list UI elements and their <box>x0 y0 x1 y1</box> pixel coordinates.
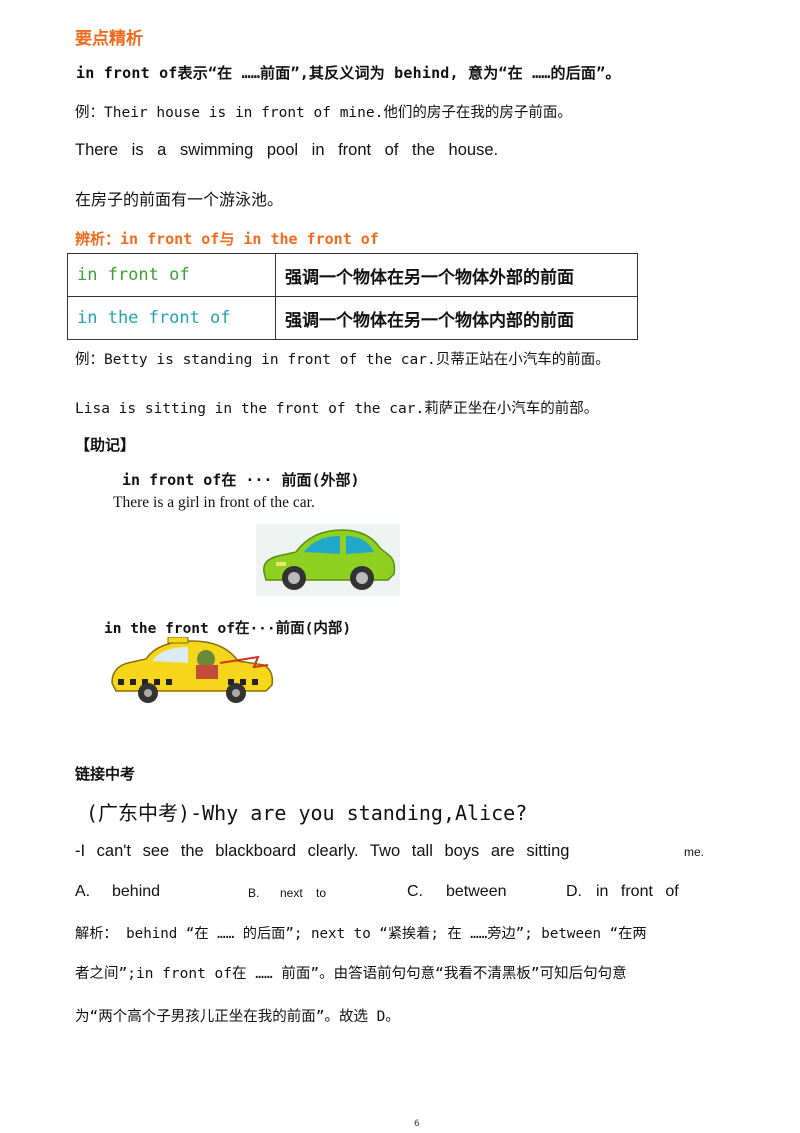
explanation-line-1: 解析： behind “在 …… 的后面”; next to “紧挨着; 在 …… <box>75 926 647 942</box>
option-d: in front of <box>596 883 679 900</box>
exam-question: (广东中考)-Why are you standing,Alice? <box>86 801 528 825</box>
memory-sentence: There is a girl in front of the car. <box>113 494 315 511</box>
option-b-label: B. <box>248 886 260 900</box>
example-4: Lisa is sitting in the front of the car.… <box>75 401 599 417</box>
answer-line: -I can't see the blackboard clearly. Two… <box>75 842 570 860</box>
example-3: 例：Betty is standing in front of the car.… <box>75 352 610 368</box>
option-c: between <box>446 883 507 900</box>
definition-line: in front of表示“在 ……前面”,其反义词为 behind, 意为“在… <box>76 64 621 82</box>
term-cell: in the front of <box>67 296 276 340</box>
option-c-label: C. <box>407 883 423 900</box>
term-cell: in front of <box>67 253 276 297</box>
comparison-table: in front of 强调一个物体在另一个物体外部的前面 in the fro… <box>67 253 638 340</box>
table-row: in the front of 强调一个物体在另一个物体内部的前面 <box>67 296 638 340</box>
meaning-cell: 强调一个物体在另一个物体外部的前面 <box>275 253 638 297</box>
exam-heading: 链接中考 <box>75 765 136 783</box>
explanation-line-2: 者之间”;in front of在 …… 前面”。由答语前句句意“我看不清黑板”… <box>75 966 627 982</box>
option-b: next to <box>280 886 327 900</box>
option-a-label: A. <box>75 883 91 900</box>
green-car-illustration <box>256 524 400 596</box>
memory-line-inside: in the front of在···前面(内部) <box>104 621 352 637</box>
example-1: 例：Their house is in front of mine.他们的房子在… <box>75 105 572 121</box>
memory-heading: 【助记】 <box>75 436 136 454</box>
taxi-illustration <box>111 637 274 703</box>
page-number: 6 <box>414 1119 420 1129</box>
answer-line-end: me. <box>684 845 705 859</box>
table-row: in front of 强调一个物体在另一个物体外部的前面 <box>67 253 638 297</box>
meaning-cell: 强调一个物体在另一个物体内部的前面 <box>275 296 638 340</box>
explanation-line-3: 为“两个高个子男孩儿正坐在我的前面”。故选 D。 <box>75 1009 400 1025</box>
section-heading-key-points: 要点精析 <box>75 29 143 49</box>
analysis-heading: 辨析：in front of与 in the front of <box>75 230 379 248</box>
option-a: behind <box>112 883 161 900</box>
option-d-label: D. <box>566 883 582 900</box>
example-2-english: There is a swimming pool in front of the… <box>75 141 499 159</box>
memory-line-outside: in front of在 ··· 前面(外部) <box>122 471 360 489</box>
example-2-chinese: 在房子的前面有一个游泳池。 <box>75 190 284 209</box>
